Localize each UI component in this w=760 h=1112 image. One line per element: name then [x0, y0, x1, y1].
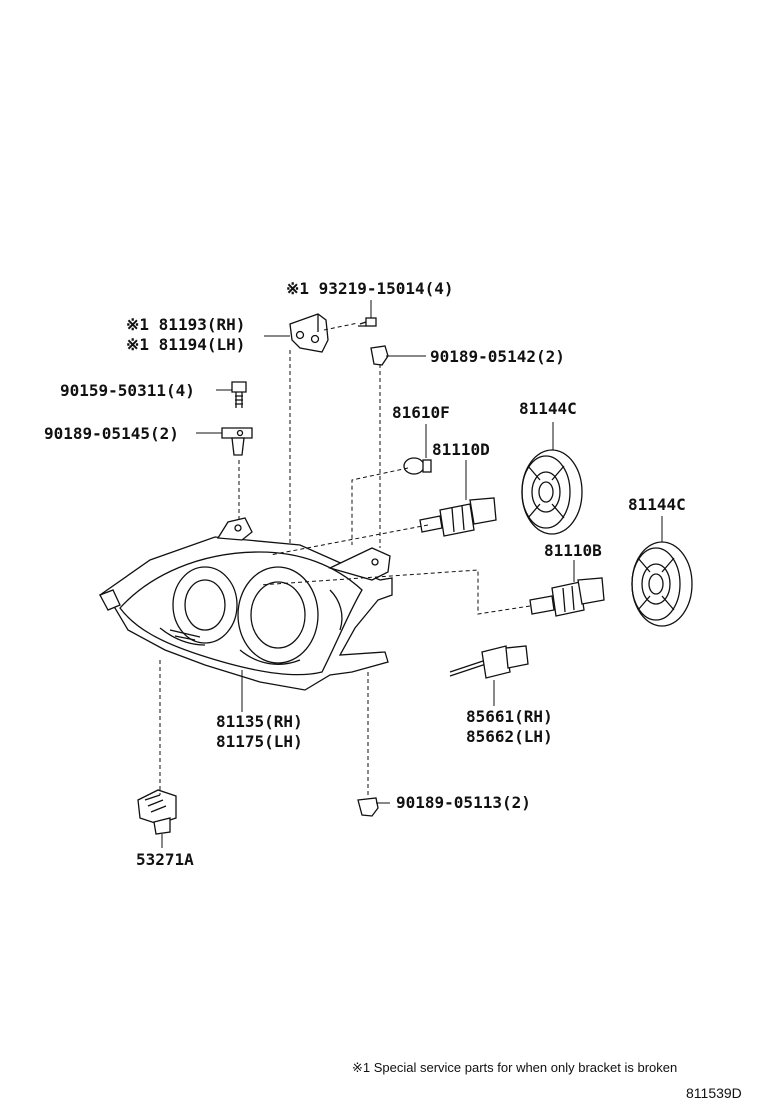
- label-clip-53271a: 53271A: [136, 850, 194, 869]
- nut-90189-05142-drawing: [370, 345, 389, 366]
- label-nut-90189-05145: 90189-05145(2): [44, 424, 179, 443]
- clip-53271a-drawing: [137, 789, 177, 835]
- bulb-81110b-drawing: [529, 577, 605, 617]
- footnote: ※1 Special service parts for when only b…: [352, 1060, 677, 1075]
- label-bracket-lh: ※1 81194(LH): [126, 335, 245, 354]
- label-cover-81144c-lower: 81144C: [628, 495, 686, 514]
- diagram-reference-number: 811539D: [686, 1085, 742, 1101]
- label-cover-81144c-upper: 81144C: [519, 399, 577, 418]
- bulb-81110d-drawing: [419, 497, 497, 537]
- label-bracket-rh: ※1 81193(RH): [126, 315, 245, 334]
- label-screw-90159: 90159-50311(4): [60, 381, 195, 400]
- label-screw-93219: ※1 93219-15014(4): [286, 279, 454, 298]
- cover-81144c-lower-drawing: [631, 541, 693, 627]
- label-headlamp-lh: 81175(LH): [216, 732, 303, 751]
- bracket-drawing: [289, 313, 329, 353]
- socket-85661-drawing: [449, 645, 529, 679]
- leader-lines: [161, 300, 663, 848]
- nut-90189-05113-drawing: [357, 797, 379, 817]
- screw-90159-drawing: [231, 381, 247, 408]
- label-socket-rh: 85661(RH): [466, 707, 553, 726]
- label-bulb-81110b: 81110B: [544, 541, 602, 560]
- label-bulb-81110d: 81110D: [432, 440, 490, 459]
- nut-90189-05145-drawing: [221, 427, 253, 456]
- headlamp-assembly-drawing: [98, 517, 393, 691]
- cover-81144c-upper-drawing: [521, 449, 583, 535]
- screw-93219-drawing: [358, 317, 377, 327]
- label-socket-lh: 85662(LH): [466, 727, 553, 746]
- label-bulb-81610f: 81610F: [392, 403, 450, 422]
- bulb-81610f-drawing: [403, 457, 432, 475]
- label-headlamp-rh: 81135(RH): [216, 712, 303, 731]
- label-nut-90189-05113: 90189-05113(2): [396, 793, 531, 812]
- assembly-lines: [159, 322, 531, 798]
- label-nut-90189-05142: 90189-05142(2): [430, 347, 565, 366]
